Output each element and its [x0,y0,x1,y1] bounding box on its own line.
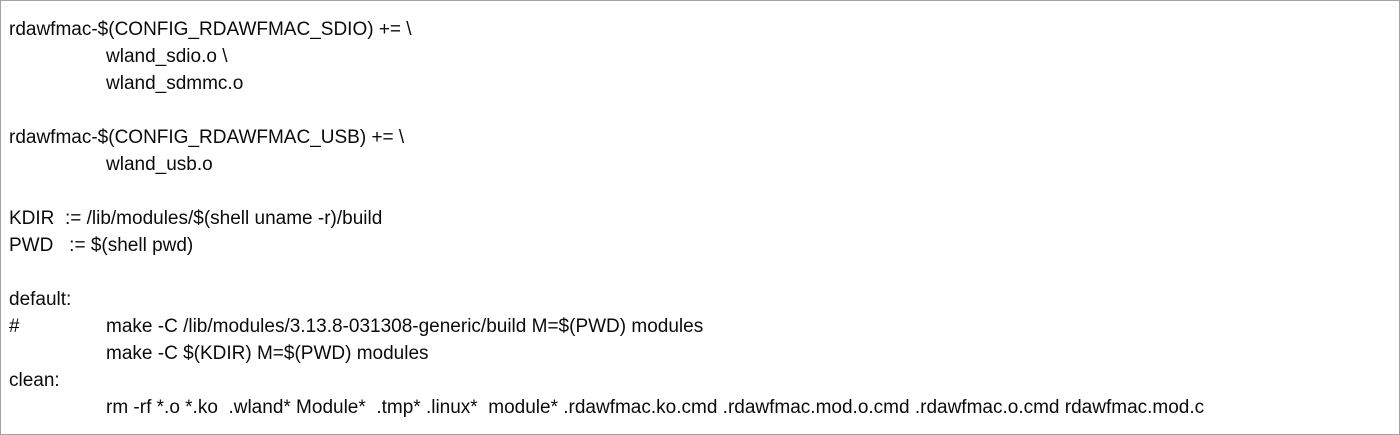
line-text: rm -rf *.o *.ko .wland* Module* .tmp* .l… [106,397,1205,418]
text-line: rm -rf *.o *.ko .wland* Module* .tmp* .l… [9,394,1393,421]
line-text: rdawfmac-$(CONFIG_RDAWFMAC_USB) += \ [9,127,405,148]
comment-hash: # [9,316,20,337]
text-line: rdawfmac-$(CONFIG_RDAWFMAC_SDIO) += \ [9,16,1393,43]
line-text: wland_sdmmc.o [106,73,244,94]
line-text: wland_sdio.o \ [106,46,228,67]
text-line [9,97,1393,124]
line-text: default: [9,289,72,310]
line-text: make -C /lib/modules/3.13.8-031308-gener… [106,316,704,337]
line-text: KDIR := /lib/modules/$(shell uname -r)/b… [9,208,383,229]
text-line: make -C $(KDIR) M=$(PWD) modules [9,340,1393,367]
text-line [9,259,1393,286]
line-text: make -C $(KDIR) M=$(PWD) modules [106,343,429,364]
text-line: default: [9,286,1393,313]
text-line: wland_sdmmc.o [9,70,1393,97]
text-line [9,178,1393,205]
line-text: clean: [9,370,60,391]
text-line: KDIR := /lib/modules/$(shell uname -r)/b… [9,205,1393,232]
line-text: rdawfmac-$(CONFIG_RDAWFMAC_SDIO) += \ [9,19,412,40]
text-line: wland_usb.o [9,151,1393,178]
text-line: rdawfmac-$(CONFIG_RDAWFMAC_USB) += \ [9,124,1393,151]
line-text: wland_usb.o [106,154,213,175]
text-line: wland_sdio.o \ [9,43,1393,70]
line-text: PWD := $(shell pwd) [9,235,194,256]
text-line: PWD := $(shell pwd) [9,232,1393,259]
text-line: # make -C /lib/modules/3.13.8-031308-gene… [9,313,1393,340]
text-line: clean: [9,367,1393,394]
